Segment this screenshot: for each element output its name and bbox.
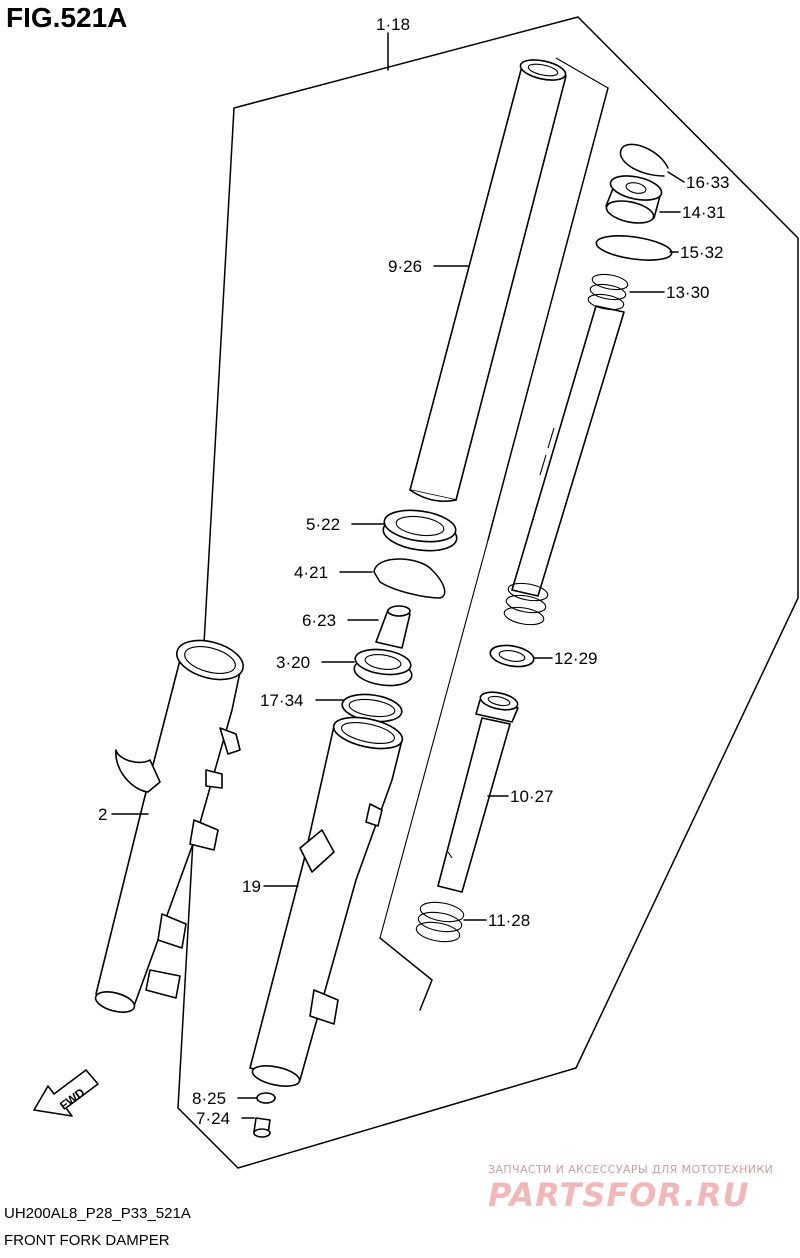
callout-p11: 11·28 — [488, 911, 530, 930]
callout-p10: 10·27 — [510, 787, 553, 806]
callout-p19: 19 — [242, 877, 261, 896]
callout-p6: 6·23 — [302, 611, 336, 630]
callout-assembly: 1·18 — [376, 15, 410, 34]
callout-p17: 17·34 — [260, 691, 303, 710]
spring-part — [415, 901, 465, 943]
o-ring-part — [595, 235, 673, 261]
figure-title: FIG.521A — [6, 2, 128, 33]
callout-p5: 5·22 — [306, 515, 340, 534]
washer-part — [341, 693, 403, 723]
dust-seal-part — [382, 509, 458, 552]
callout-p2: 2 — [98, 805, 107, 824]
outer-tube-right — [249, 716, 404, 1087]
oil-lock-piece-part — [375, 605, 411, 649]
callout-p13: 13·30 — [666, 283, 709, 302]
callout-p8: 8·25 — [192, 1089, 226, 1108]
assembly-boundary — [177, 16, 799, 1169]
rod-spring — [503, 582, 549, 626]
callout-p4: 4·21 — [294, 563, 328, 582]
leader-p16 — [667, 171, 685, 183]
watermark-tagline: ЗАПЧАСТИ И АКСЕССУАРЫ ДЛЯ МОТОТЕХНИКИ — [488, 1163, 774, 1176]
circlip-part — [619, 143, 669, 177]
callout-p16: 16·33 — [686, 173, 729, 192]
callout-p15: 15·32 — [680, 243, 723, 262]
cartridge-boundary — [379, 87, 609, 1011]
damper-rod-part — [511, 305, 625, 597]
callout-p7: 7·24 — [196, 1109, 230, 1128]
bolt-part — [253, 1117, 271, 1138]
outer-tube-left — [94, 639, 244, 1013]
fwd-arrow-icon: FWD — [33, 1069, 99, 1117]
watermark-logo: PARTSFOR.RU — [488, 1176, 750, 1214]
oil-seal-part — [353, 648, 413, 687]
rebound-spring-part — [587, 273, 629, 311]
callout-p9: 9·26 — [388, 257, 422, 276]
inner-tube — [409, 59, 567, 503]
diagram-code: UH200AL8_P28_P33_521A — [4, 1205, 191, 1222]
guide-ring-part — [489, 644, 535, 668]
callout-p14: 14·31 — [682, 203, 725, 222]
callout-p3: 3·20 — [276, 653, 310, 672]
gasket-part — [256, 1092, 276, 1104]
cartridge-boundary-lower — [379, 539, 489, 939]
diagram-name: FRONT FORK DAMPER — [4, 1232, 170, 1249]
callout-p12: 12·29 — [554, 649, 597, 668]
cylinder-part — [437, 691, 519, 893]
stopper-ring-part — [373, 558, 446, 599]
seal-cap-part — [605, 175, 663, 224]
cartridge-boundary-left — [555, 57, 609, 89]
